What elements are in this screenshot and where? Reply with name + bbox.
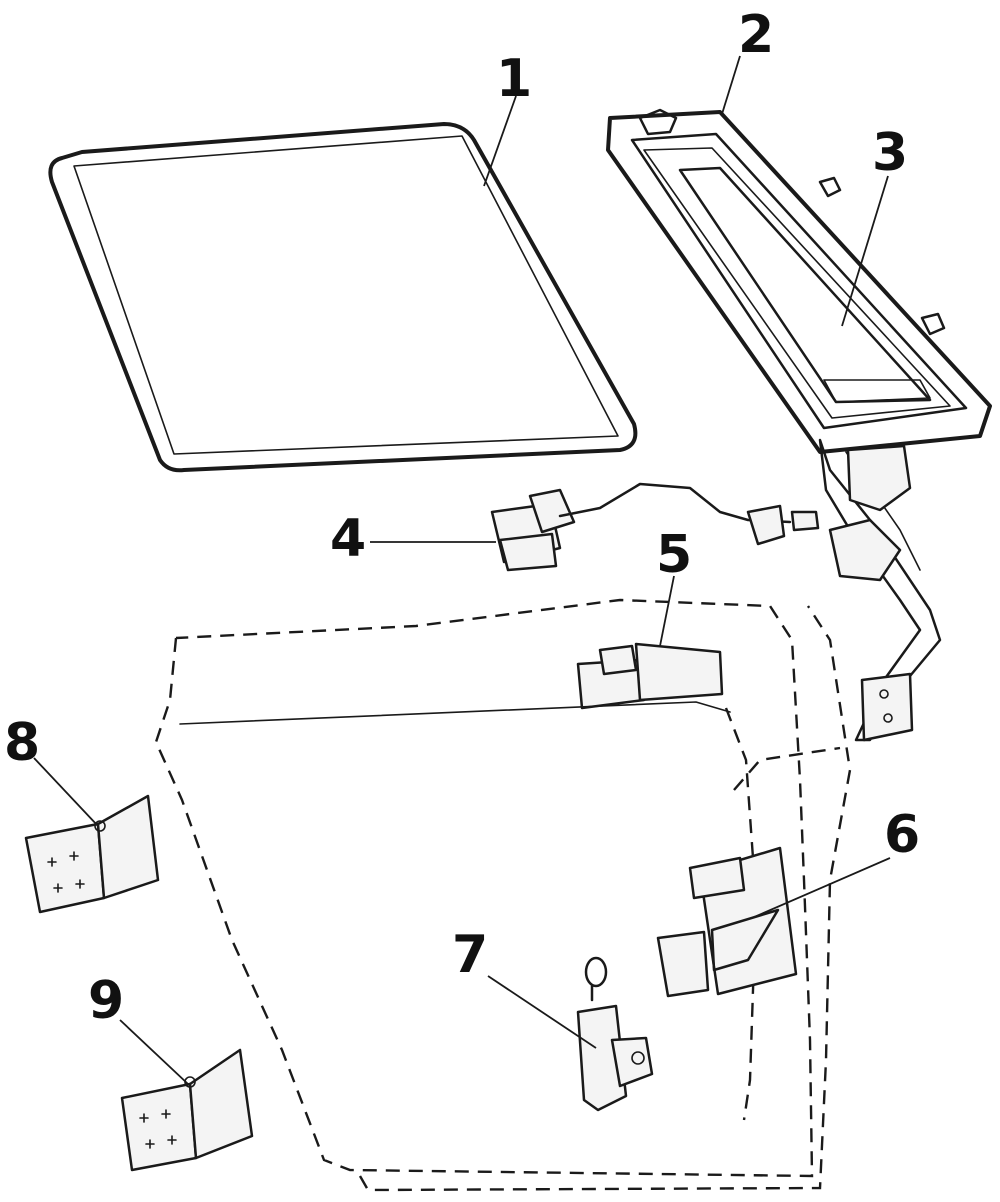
part-7-lock-cylinder bbox=[576, 956, 654, 1112]
part-3-sliding-glass bbox=[678, 166, 932, 404]
callout-7: 7 bbox=[452, 925, 488, 985]
leader-9 bbox=[119, 1019, 189, 1085]
callout-6: 6 bbox=[884, 805, 920, 865]
part-9-lower-hinge bbox=[120, 1048, 254, 1172]
callout-4: 4 bbox=[330, 509, 366, 569]
leader-3 bbox=[841, 175, 889, 327]
leader-8 bbox=[33, 757, 99, 827]
callout-2: 2 bbox=[738, 5, 774, 65]
leader-6 bbox=[751, 857, 891, 919]
part-2-window-frame bbox=[606, 108, 992, 454]
callout-3: 3 bbox=[872, 123, 908, 183]
callout-5: 5 bbox=[656, 525, 692, 585]
part-6-lock-assembly bbox=[656, 846, 798, 998]
leader-lines bbox=[33, 55, 891, 1085]
part-8-upper-hinge bbox=[24, 794, 160, 914]
callout-8: 8 bbox=[4, 713, 40, 773]
part-4-actuator bbox=[490, 482, 820, 572]
leader-1 bbox=[483, 95, 517, 187]
regulator-track bbox=[818, 438, 942, 742]
leader-7 bbox=[487, 975, 597, 1049]
leader-2 bbox=[721, 55, 741, 115]
callout-1: 1 bbox=[496, 49, 532, 109]
part-5-latch bbox=[576, 642, 724, 710]
leader-5 bbox=[659, 575, 675, 647]
callout-labels: 1 2 3 4 5 6 7 8 9 bbox=[4, 5, 920, 1031]
part-1-glass-panel bbox=[48, 122, 638, 473]
callout-9: 9 bbox=[88, 971, 124, 1031]
